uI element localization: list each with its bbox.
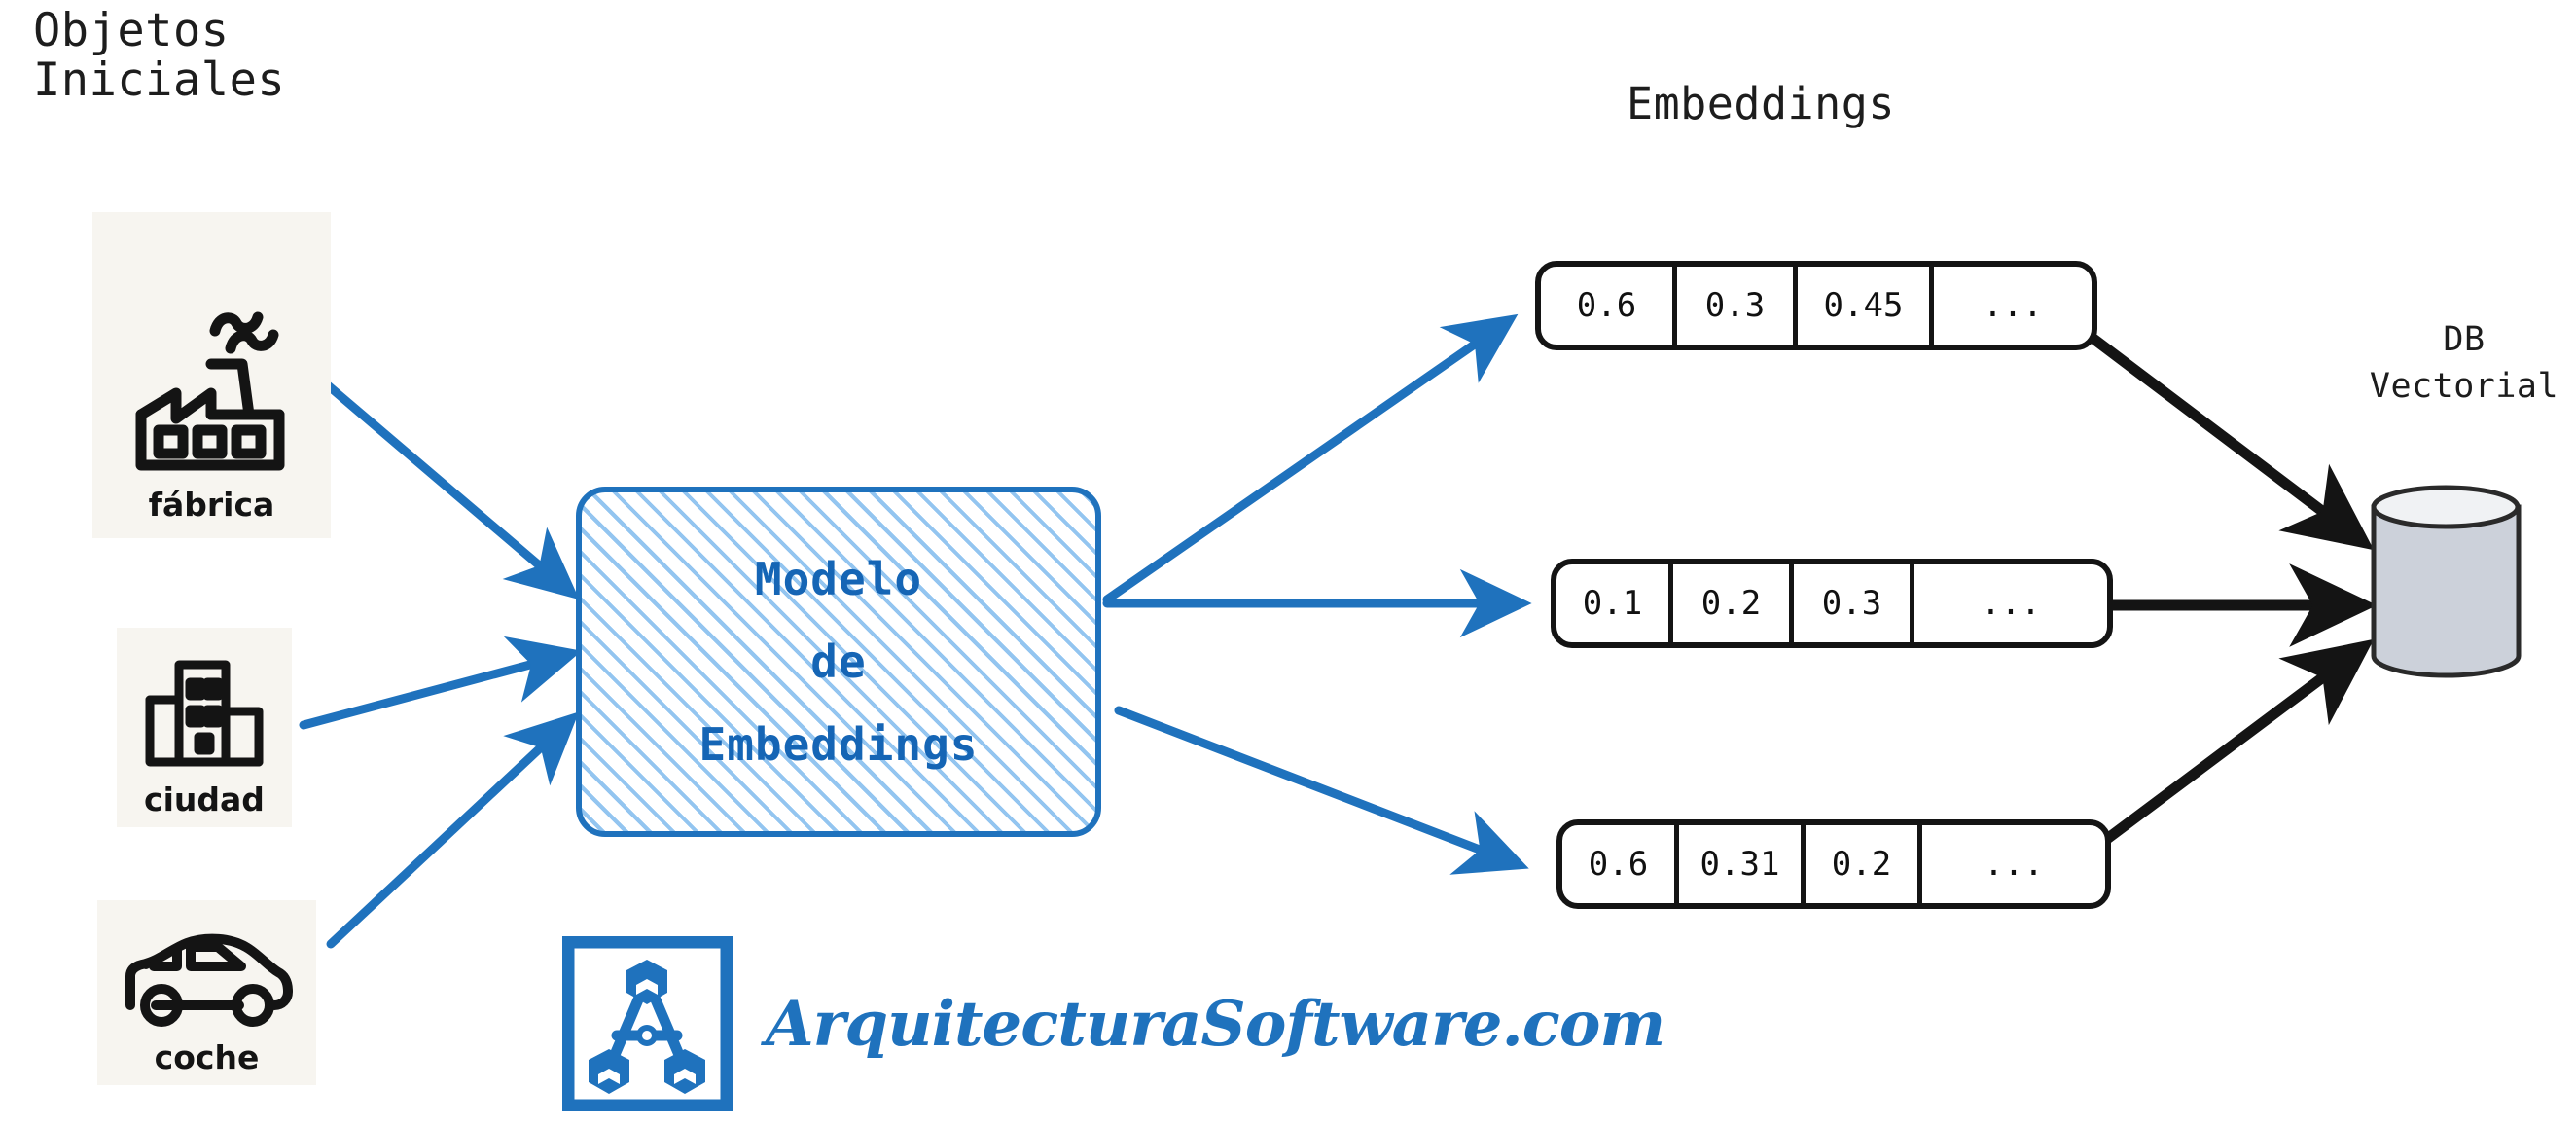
model-line-2: de: [810, 635, 867, 688]
object-label-fabrica: fábrica: [148, 486, 275, 524]
object-card-fabrica[interactable]: fábrica: [92, 212, 331, 538]
embedding-vector-row[interactable]: 0.1 0.2 0.3 ...: [1551, 559, 2113, 648]
city-buildings-icon: [138, 657, 270, 782]
model-line-3: Embeddings: [698, 717, 979, 771]
db-vectorial-heading: DB Vectorial: [2369, 320, 2559, 406]
brand-name-text: ArquitecturaSoftware.com: [766, 987, 1665, 1061]
model-line-1: Modelo: [754, 552, 923, 605]
vector-cell: 0.3: [1677, 267, 1798, 345]
vector-cell: 0.6: [1541, 267, 1677, 345]
object-label-ciudad: ciudad: [144, 781, 265, 818]
object-label-coche: coche: [154, 1038, 260, 1076]
car-icon: [117, 929, 297, 1040]
vector-cell-ellipsis: ...: [1984, 845, 2044, 884]
embedding-vector-row[interactable]: 0.6 0.31 0.2 ...: [1556, 819, 2111, 909]
factory-icon: [122, 274, 302, 488]
vector-cell: 0.31: [1679, 825, 1806, 903]
arquitectura-software-logo-icon: [561, 935, 733, 1112]
vector-cell: 0.45: [1798, 267, 1934, 345]
arrow-fabrica-to-model: [316, 375, 580, 600]
object-card-ciudad[interactable]: ciudad: [117, 628, 292, 827]
objetos-iniciales-heading: Objetos Iniciales: [33, 4, 286, 107]
object-card-coche[interactable]: coche: [97, 900, 316, 1085]
vector-cell: 0.1: [1556, 564, 1673, 642]
embeddings-model-box[interactable]: Modelo de Embeddings: [576, 487, 1101, 837]
arrow-vec-1-to-db: [2088, 333, 2375, 551]
arrow-coche-to-model: [326, 711, 580, 949]
embedding-vector-row[interactable]: 0.6 0.3 0.45 ...: [1535, 261, 2097, 350]
arrow-model-to-vec-1: [1102, 313, 1519, 604]
arrow-model-to-vec-3: [1114, 706, 1529, 875]
arrow-vec-3-to-db: [2101, 638, 2375, 845]
vector-cell: 0.2: [1673, 564, 1794, 642]
vector-cell: 0.3: [1794, 564, 1914, 642]
arrow-ciudad-to-model: [299, 636, 583, 730]
vector-cell: 0.6: [1562, 825, 1679, 903]
vector-cell-ellipsis: ...: [1981, 584, 2041, 623]
vector-cell: 0.2: [1806, 825, 1922, 903]
embeddings-heading: Embeddings: [1627, 78, 1895, 129]
database-cylinder-icon[interactable]: [2366, 482, 2526, 681]
vector-cell-ellipsis: ...: [1983, 286, 2043, 325]
brand-watermark[interactable]: ArquitecturaSoftware.com: [561, 935, 1665, 1112]
